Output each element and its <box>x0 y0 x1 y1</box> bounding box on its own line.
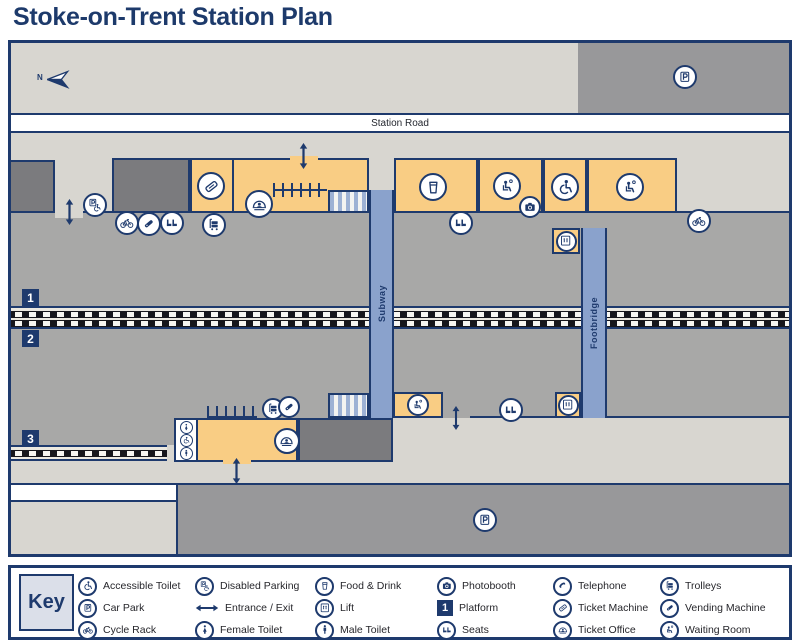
platform-3-track <box>8 445 167 461</box>
male-toilet-icon <box>315 620 334 640</box>
lift-north-box <box>552 228 580 254</box>
photobooth-icon <box>437 576 456 596</box>
food-drink-icon <box>315 576 334 596</box>
key-item-photobooth: Photobooth <box>437 576 516 596</box>
waiting-room-icon <box>660 620 679 640</box>
vending-machine-icon <box>278 396 300 418</box>
key-item-food-drink: Food & Drink <box>315 576 401 596</box>
waiting-room-icon <box>493 172 521 200</box>
key-item-trolleys: Trolleys <box>660 576 721 596</box>
cycle-rack-icon <box>78 620 97 640</box>
male-toilet-icon <box>179 447 193 460</box>
entrance-exit-icon <box>63 197 76 227</box>
compass-icon <box>45 66 72 93</box>
building-dark-south <box>298 418 393 462</box>
accessible-toilet-icon <box>179 434 193 447</box>
key-panel: Key Accessible Toilet Car Park Cycle Rac… <box>8 565 792 640</box>
waiting-room-icon <box>616 173 644 201</box>
ticket-machine-icon <box>553 598 572 618</box>
seats-icon <box>437 620 456 640</box>
key-item-car-park: Car Park <box>78 598 144 618</box>
lift-icon <box>555 230 577 252</box>
waiting-room-south-box <box>393 392 443 418</box>
disabled-parking-icon <box>195 576 214 596</box>
key-item-waiting-room: Waiting Room <box>660 620 751 640</box>
key-item-male-toilet: Male Toilet <box>315 620 390 640</box>
entrance-exit-icon <box>195 602 219 614</box>
female-toilet-icon <box>195 620 214 640</box>
vending-machine-icon <box>660 598 679 618</box>
track-line-2 <box>8 320 792 327</box>
platform-icon: 1 <box>437 600 453 616</box>
car-park-icon <box>673 65 697 89</box>
ticket-office-icon <box>245 190 273 218</box>
trolleys-icon <box>202 213 226 237</box>
north-label: N <box>37 73 43 82</box>
platform-3-badge: 3 <box>22 430 39 447</box>
key-item-female-toilet: Female Toilet <box>195 620 282 640</box>
south-platform-edge <box>470 416 792 418</box>
toilet-column <box>176 420 198 460</box>
key-item-ticket-office: Ticket Office <box>553 620 636 640</box>
subway-band: Subway <box>369 190 394 418</box>
subway-label: Subway <box>376 285 387 323</box>
station-road-band: Station Road <box>8 113 792 133</box>
key-item-accessible-toilet: Accessible Toilet <box>78 576 180 596</box>
photobooth-icon <box>519 196 541 218</box>
lift-south-box <box>555 392 581 418</box>
station-map: Station Road Subway Footbridge <box>8 40 792 557</box>
railway-tracks <box>8 306 792 329</box>
seats-icon <box>499 398 523 422</box>
entrance-exit-icon <box>450 404 462 432</box>
entrance-exit-icon <box>230 456 243 486</box>
platform-1-badge: 1 <box>22 289 39 306</box>
ticket-machine-icon <box>197 172 225 200</box>
railing-south <box>207 406 257 418</box>
accessible-toilet-icon <box>78 576 97 596</box>
key-item-platform: 1 Platform <box>437 598 498 618</box>
trolleys-icon <box>660 576 679 596</box>
platform-2-badge: 2 <box>22 330 39 347</box>
key-item-ticket-machine: Ticket Machine <box>553 598 648 618</box>
key-item-telephone: Telephone <box>553 576 626 596</box>
food-drink-icon <box>419 173 447 201</box>
telephone-icon <box>553 576 572 596</box>
lift-icon <box>557 394 579 416</box>
vending-machine-icon <box>137 212 161 236</box>
cycle-rack-icon <box>115 211 139 235</box>
footbridge-band: Footbridge <box>581 228 607 418</box>
seats-icon <box>449 211 473 235</box>
female-toilet-icon <box>179 421 193 434</box>
railing-north <box>273 183 327 197</box>
track-line-1 <box>8 311 792 318</box>
waiting-room-icon <box>407 394 429 416</box>
ticket-office-icon <box>274 428 300 454</box>
south-road-band <box>8 483 176 502</box>
key-item-lift: Lift <box>315 598 354 618</box>
footbridge-label: Footbridge <box>589 297 599 349</box>
station-road-label: Station Road <box>371 117 429 129</box>
disabled-parking-icon <box>83 193 107 217</box>
key-item-disabled-parking: Disabled Parking <box>195 576 299 596</box>
ticket-office-icon <box>553 620 572 640</box>
key-title: Key <box>28 591 65 613</box>
page-title: Stoke-on-Trent Station Plan <box>13 3 333 31</box>
key-title-box: Key <box>19 574 74 631</box>
key-item-seats: Seats <box>437 620 489 640</box>
key-item-cycle-rack: Cycle Rack <box>78 620 156 640</box>
key-item-entrance-exit: Entrance / Exit <box>195 598 293 618</box>
key-item-vending-machine: Vending Machine <box>660 598 766 618</box>
track-line-3 <box>8 450 167 457</box>
car-park-icon <box>78 598 97 618</box>
accessible-toilet-icon <box>551 173 579 201</box>
cycle-rack-icon <box>687 209 711 233</box>
building-west-block <box>8 160 55 213</box>
seats-icon <box>160 211 184 235</box>
building-dark-main <box>112 158 190 213</box>
lift-icon <box>315 598 334 618</box>
entrance-exit-icon <box>297 140 310 172</box>
subway-stairs-south <box>328 393 369 418</box>
subway-stairs-north <box>328 190 369 213</box>
car-park-icon <box>473 508 497 532</box>
